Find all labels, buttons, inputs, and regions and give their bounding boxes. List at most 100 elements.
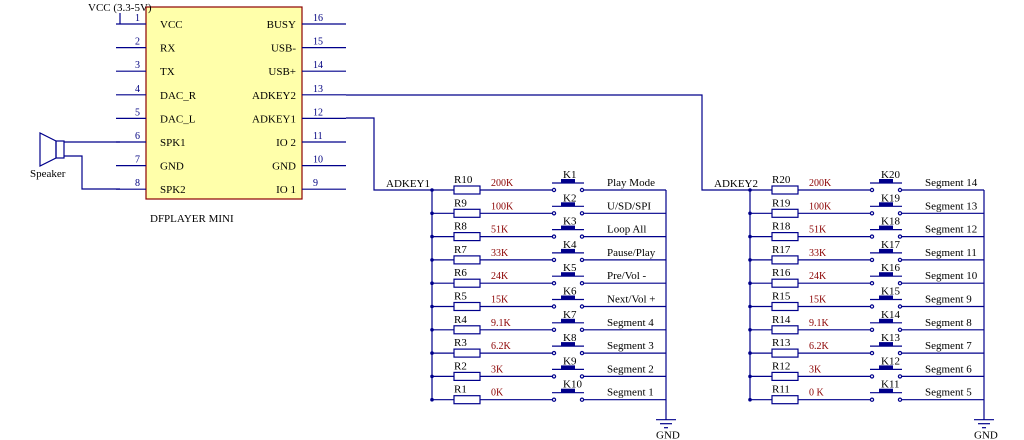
resistor-value: 6.2K	[809, 341, 830, 352]
chip-pins: 1VCC2RX3TX4DAC_R5DAC_L6SPK17GND8SPK216BU…	[116, 13, 346, 196]
junction-dot	[430, 211, 434, 216]
resistor-r8	[453, 232, 481, 242]
pushbutton-k8	[551, 342, 585, 356]
resistor-value: 9.1K	[491, 318, 512, 329]
junction-dot	[430, 374, 434, 379]
resistor-designator: R20	[772, 174, 791, 186]
switch-designator: K5	[563, 262, 577, 274]
resistor-value: 24K	[491, 271, 509, 282]
junction-dot	[748, 304, 752, 309]
resistor-designator: R13	[772, 337, 791, 349]
resistor-designator: R15	[772, 291, 791, 303]
chip-pin-number: 16	[313, 13, 323, 24]
button-function-label: Segment 12	[925, 224, 977, 236]
resistor-r4	[453, 325, 481, 335]
resistor-r14	[771, 325, 799, 335]
junction-dot	[748, 281, 752, 286]
chip-title: DFPLAYER MINI	[150, 213, 234, 225]
button-function-label: Pause/Play	[607, 247, 656, 259]
resistor-r5	[453, 301, 481, 312]
chip-pin-number: 4	[135, 84, 140, 95]
resistor-designator: R8	[454, 221, 467, 233]
pushbutton-k12	[869, 365, 903, 379]
resistor-value: 200K	[491, 178, 514, 189]
resistor-r13	[771, 348, 799, 358]
pushbutton-k19	[869, 202, 903, 216]
chip-pin-number: 14	[313, 60, 323, 71]
chip-pin-number: 5	[135, 107, 140, 118]
resistor-value: 3K	[809, 364, 822, 375]
switch-designator: K8	[563, 332, 577, 344]
junction-dot	[748, 234, 752, 239]
resistor-r19	[771, 208, 799, 218]
button-function-label: Segment 7	[925, 340, 972, 352]
resistor-value: 3K	[491, 364, 504, 375]
pushbutton-k3	[551, 225, 585, 239]
chip-pin-number: 10	[313, 155, 323, 166]
net-label-adkey2: ADKEY2	[714, 178, 758, 190]
junction-dot	[430, 234, 434, 239]
pushbutton-k17	[869, 248, 903, 263]
chip-pin-name: TX	[160, 66, 175, 78]
chip-pin-number: 6	[135, 131, 140, 142]
switch-designator: K11	[881, 379, 900, 391]
junction-dot	[748, 351, 752, 355]
pushbutton-k20	[869, 179, 903, 193]
switch-designator: K13	[881, 332, 900, 344]
chip-pin-number: 1	[135, 13, 140, 24]
switch-designator: K3	[563, 216, 577, 228]
resistor-value: 0 K	[809, 388, 825, 399]
resistor-r10	[453, 185, 481, 195]
resistor-r1	[453, 395, 481, 405]
speaker-label: Speaker	[30, 168, 66, 180]
pushbutton-k18	[869, 225, 903, 239]
junction-dot	[430, 328, 434, 332]
chip-wires	[346, 94, 750, 191]
resistor-designator: R6	[454, 267, 467, 279]
pushbutton-k6	[551, 295, 585, 309]
button-function-label: Segment 4	[607, 317, 654, 329]
button-function-label: Segment 3	[607, 340, 654, 352]
button-function-label: Segment 6	[925, 363, 972, 375]
switch-designator: K12	[881, 355, 900, 367]
resistor-designator: R7	[454, 244, 467, 256]
pushbutton-k16	[869, 272, 903, 286]
resistor-r16	[771, 278, 799, 288]
resistor-designator: R16	[772, 267, 791, 279]
resistor-value: 33K	[491, 248, 509, 259]
dfplayer-chip-body	[145, 6, 303, 200]
resistor-value: 0K	[491, 388, 504, 399]
resistor-value: 51K	[809, 225, 827, 236]
resistor-r12	[771, 371, 799, 381]
pushbutton-k15	[869, 295, 903, 309]
chip-pin-name: DAC_L	[160, 113, 196, 125]
button-function-label: Segment 10	[925, 270, 978, 282]
junction-dot	[748, 328, 752, 332]
resistor-designator: R10	[454, 174, 473, 186]
chip-pin-name: VCC	[160, 19, 183, 31]
chip-pin-name: USB+	[268, 66, 296, 78]
button-function-label: Segment 1	[607, 387, 654, 399]
resistor-r9	[453, 208, 481, 218]
chip-pin-number: 13	[313, 84, 323, 95]
chip-pin-name: IO 2	[276, 137, 296, 149]
chip-pin-number: 8	[135, 178, 140, 189]
chip-pin-name: RX	[160, 43, 175, 55]
button-function-label: U/SD/SPI	[607, 200, 651, 212]
resistor-r17	[771, 255, 799, 265]
chip-pin-number: 7	[135, 155, 140, 166]
button-function-label: Play Mode	[607, 177, 655, 189]
resistor-designator: R12	[772, 360, 790, 372]
junction-dot	[430, 351, 434, 355]
pushbutton-k14	[869, 318, 903, 332]
resistor-r3	[453, 348, 481, 358]
gnd-label: GND	[656, 430, 680, 440]
chip-pin-name: ADKEY2	[252, 90, 296, 102]
junction-dot	[748, 397, 752, 402]
pushbutton-k7	[551, 318, 585, 332]
resistor-value: 15K	[491, 295, 509, 306]
chip-pin-number: 12	[313, 107, 323, 118]
resistor-value: 24K	[809, 271, 827, 282]
